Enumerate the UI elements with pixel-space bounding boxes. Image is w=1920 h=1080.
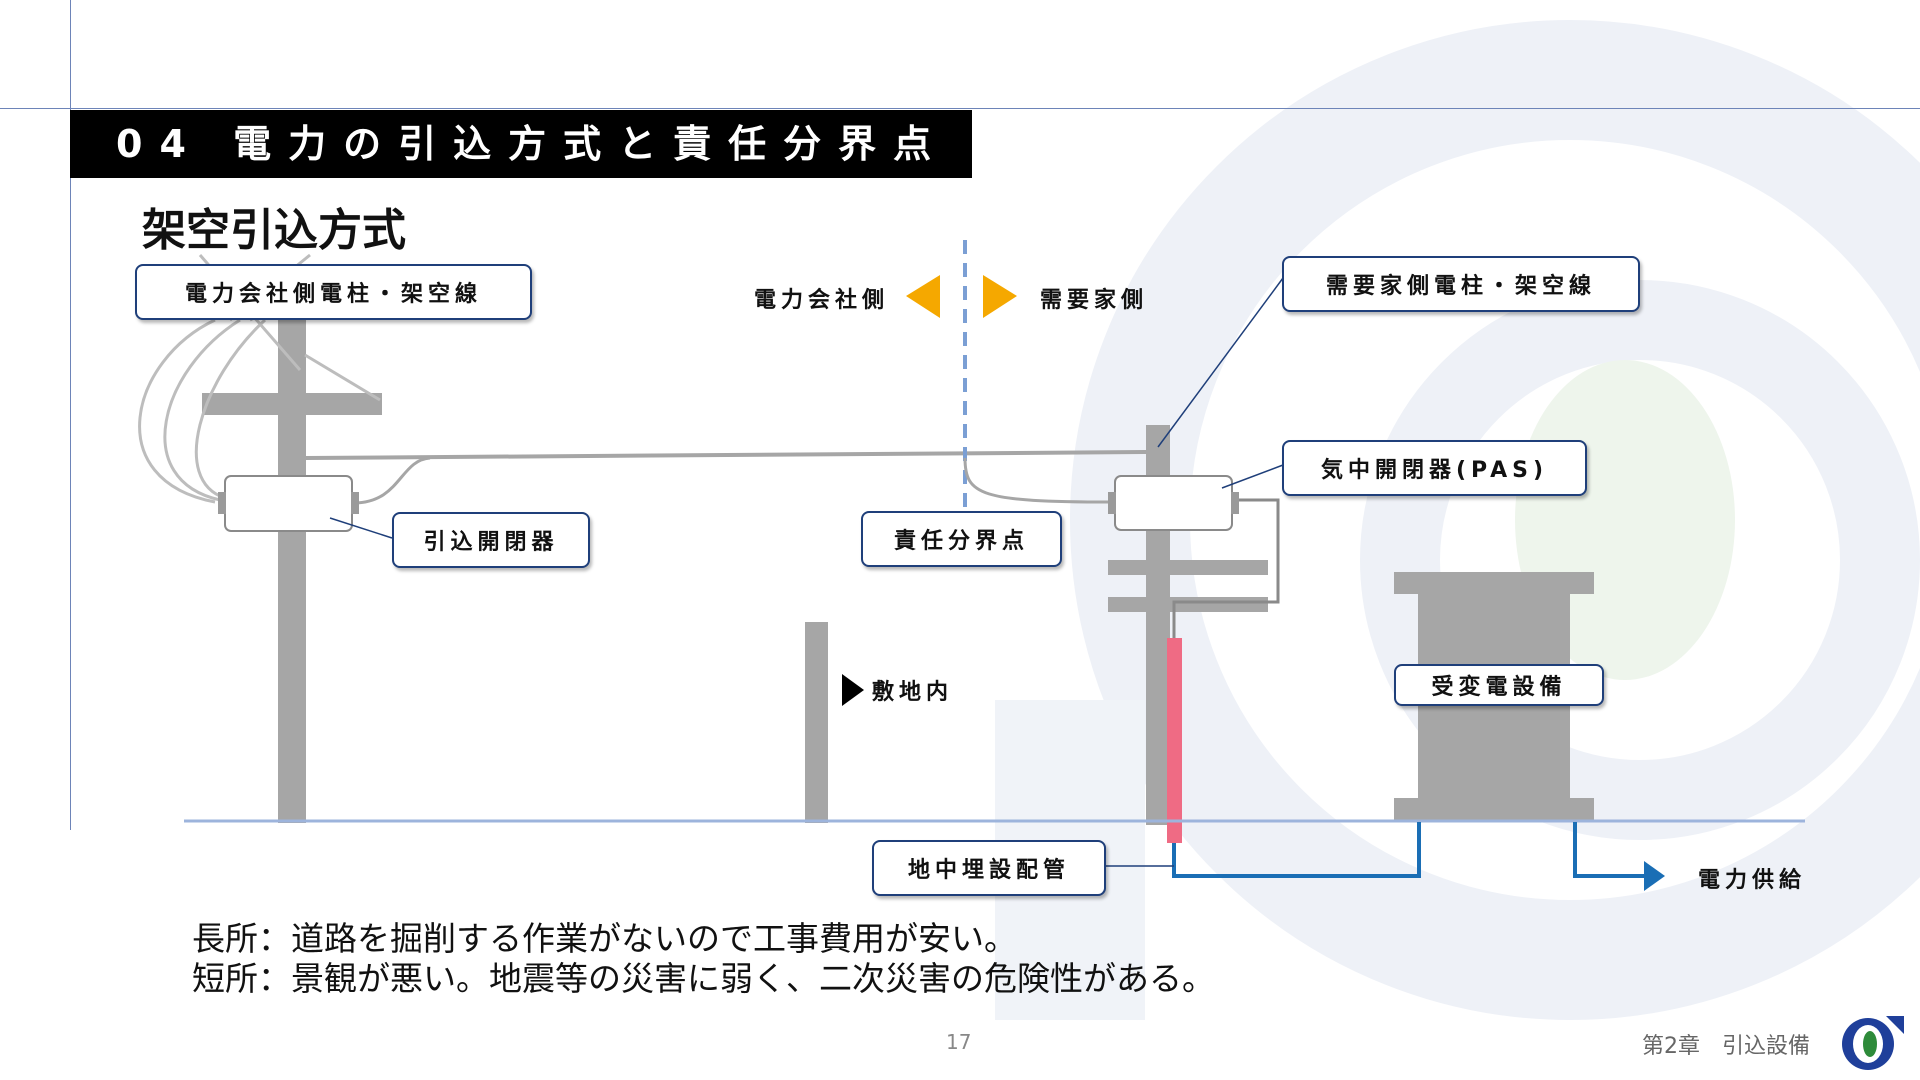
service-switch-label: 引込開閉器 bbox=[392, 512, 590, 568]
riser-pipe bbox=[1167, 638, 1182, 843]
watermark-inner-ring bbox=[1360, 280, 1920, 840]
advantage-note: 長所：道路を掘削する作業がないので工事費用が安い。 bbox=[192, 919, 1017, 958]
premises-fence-post bbox=[805, 622, 828, 823]
utility-pole-label: 電力会社側電柱・架空線 bbox=[135, 264, 532, 320]
customer-side-arrow bbox=[983, 275, 1017, 318]
demarcation-point-label: 責任分界点 bbox=[861, 511, 1062, 567]
service-switch-leader bbox=[329, 517, 393, 539]
power-supply-arrow bbox=[1644, 861, 1665, 891]
utility-side-label: 電力会社側 bbox=[754, 288, 890, 313]
top-guide-line bbox=[0, 108, 1920, 109]
utility-pole bbox=[202, 318, 382, 823]
underground-pipe-label: 地中埋設配管 bbox=[872, 840, 1106, 896]
customer-pole-label: 需要家側電柱・架空線 bbox=[1282, 256, 1640, 312]
utility-side-arrow bbox=[906, 275, 940, 318]
premises-arrow bbox=[842, 674, 864, 706]
power-supply-label: 電力供給 bbox=[1698, 868, 1807, 893]
substation-label: 受変電設備 bbox=[1394, 664, 1604, 706]
overhead-drop-line bbox=[305, 450, 1151, 460]
company-logo-icon bbox=[1842, 1016, 1904, 1070]
chapter-label: 第2章 引込設備 bbox=[1642, 1034, 1810, 1059]
customer-side-label: 需要家側 bbox=[1040, 288, 1149, 313]
page-title: 04 電力の引込方式と責任分界点 bbox=[70, 110, 972, 178]
pas-leader bbox=[1221, 464, 1284, 489]
service-switch-box bbox=[224, 475, 353, 532]
pas-box bbox=[1114, 475, 1233, 531]
pas-label: 気中開閉器(PAS) bbox=[1282, 440, 1587, 496]
left-guide-line bbox=[70, 0, 71, 830]
pas-incoming-lead bbox=[963, 457, 1113, 504]
customer-pole-leader bbox=[1157, 277, 1284, 448]
service-switch-lead bbox=[353, 456, 431, 505]
power-supply-cable bbox=[1573, 822, 1648, 878]
premises-label: 敷地内 bbox=[872, 680, 954, 705]
pas-outgoing-lead bbox=[1172, 498, 1280, 640]
underground-cable bbox=[1172, 822, 1421, 878]
section-subtitle: 架空引込方式 bbox=[142, 205, 406, 256]
page-number: 17 bbox=[946, 1030, 972, 1054]
disadvantage-note: 短所：景観が悪い。地震等の災害に弱く、二次災害の危険性がある。 bbox=[192, 959, 1215, 998]
